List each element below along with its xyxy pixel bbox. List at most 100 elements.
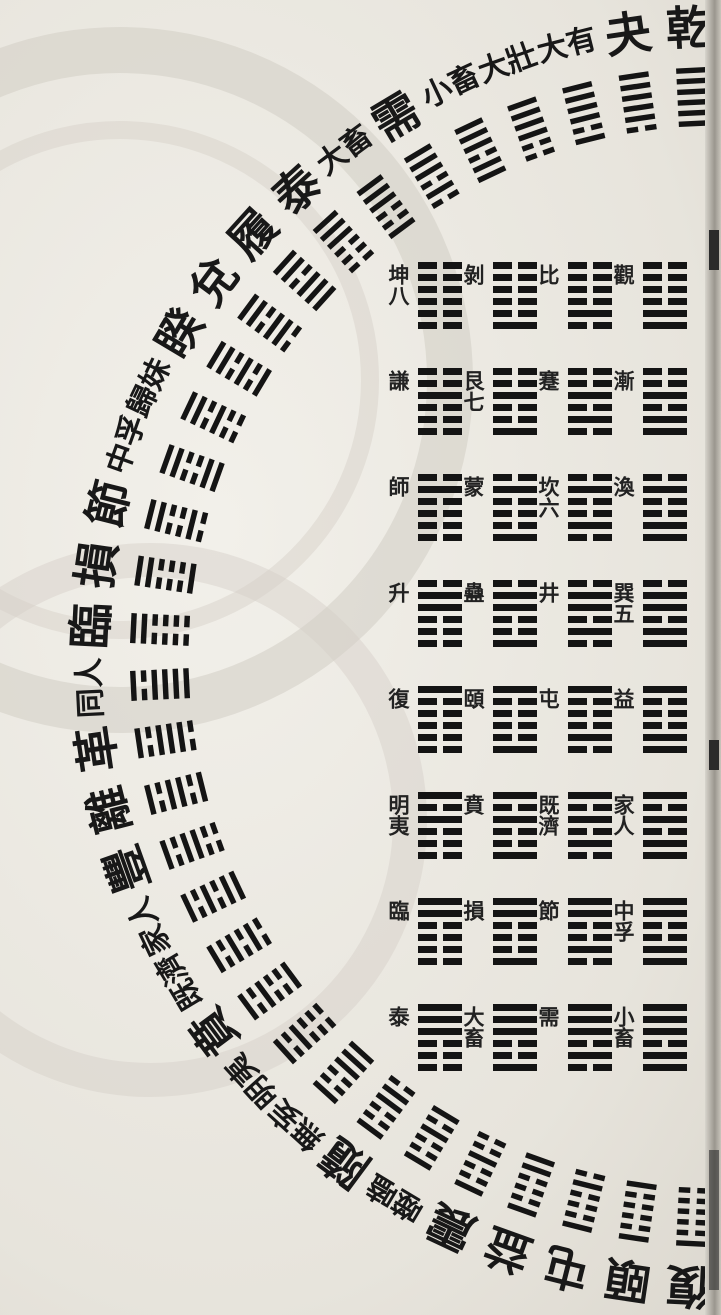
square-hexagram-name: 比 <box>538 264 559 285</box>
square-hexagram-name: 師 <box>388 476 409 497</box>
square-hexagram-name: 蒙 <box>463 476 484 497</box>
ring-hexagram-name: 頤 <box>601 1254 653 1306</box>
ring-hexagram <box>206 917 272 973</box>
ring-hexagram <box>619 71 657 133</box>
square-hexagram-name: 泰 <box>388 1006 409 1027</box>
square-hexagram-name: 蹇 <box>538 370 559 391</box>
ring-hexagram <box>180 391 246 443</box>
ring-hexagram <box>237 961 302 1020</box>
ring-hexagram-name: 革 <box>71 723 123 775</box>
square-hexagram <box>643 1004 687 1071</box>
square-hexagram <box>418 686 462 753</box>
ring-hexagram <box>130 613 190 646</box>
square-hexagram <box>568 368 612 435</box>
square-hexagram <box>418 474 462 541</box>
ring-hexagram-name: 臨 <box>67 602 115 650</box>
ring-hexagram <box>144 499 208 542</box>
ring-hexagram <box>404 1105 460 1171</box>
square-hexagram <box>493 368 537 435</box>
square-hexagram <box>493 1004 537 1071</box>
square-hexagram-name: 復 <box>388 688 409 709</box>
ring-hexagram <box>454 117 506 183</box>
square-hexagram <box>643 262 687 329</box>
square-hexagram-name: 需 <box>538 1006 559 1027</box>
ring-hexagram <box>356 174 415 239</box>
ring-hexagram <box>507 1152 555 1217</box>
square-hexagram-name: 漸 <box>613 370 634 391</box>
ring-hexagram <box>454 1131 506 1197</box>
ring-hexagram <box>273 1003 337 1065</box>
ring-hexagram <box>159 822 224 870</box>
ring-hexagram <box>676 1187 709 1247</box>
square-hexagram-name: 益 <box>613 688 634 709</box>
ring-hexagram <box>562 1169 605 1233</box>
square-hexagram <box>568 792 612 859</box>
square-hexagram <box>418 262 462 329</box>
square-hexagram-name: 大畜 <box>463 1006 484 1048</box>
square-hexagram-name: 剝 <box>463 264 484 285</box>
binding-mark <box>709 740 719 770</box>
binding-mark <box>709 230 719 270</box>
ring-hexagram-name: 損 <box>71 538 123 590</box>
square-hexagram-name: 井 <box>538 582 559 603</box>
square-hexagram-name: 損 <box>463 900 484 921</box>
ring-hexagram <box>507 96 555 161</box>
ring-hexagram <box>159 444 224 492</box>
square-hexagram-name: 渙 <box>613 476 634 497</box>
square-hexagram <box>418 580 462 647</box>
square-hexagram-name: 既濟 <box>538 794 559 836</box>
square-hexagram <box>643 898 687 965</box>
square-hexagram-name: 頤 <box>463 688 484 709</box>
ring-hexagram <box>404 143 460 209</box>
square-hexagram <box>568 898 612 965</box>
square-hexagram <box>418 368 462 435</box>
ring-hexagram <box>206 341 272 397</box>
square-hexagram-name: 臨 <box>388 900 409 921</box>
ring-hexagram-name: 夬 <box>601 8 653 60</box>
square-hexagram <box>493 792 537 859</box>
square-hexagram <box>643 686 687 753</box>
square-hexagram <box>643 792 687 859</box>
ring-hexagram <box>134 720 196 758</box>
square-hexagram-name: 節 <box>538 900 559 921</box>
square-hexagram <box>493 686 537 753</box>
ring-hexagram <box>134 556 196 594</box>
ring-hexagram <box>676 67 709 127</box>
square-hexagram-name: 謙 <box>388 370 409 391</box>
ring-hexagram <box>237 293 302 352</box>
square-hexagram <box>568 262 612 329</box>
square-hexagram-name: 巽五 <box>613 582 634 624</box>
binding-mark <box>709 1150 719 1290</box>
square-hexagram <box>643 580 687 647</box>
square-hexagram <box>643 368 687 435</box>
ring-hexagram <box>313 1041 375 1105</box>
square-hexagram-name: 賁 <box>463 794 484 815</box>
ring-hexagram <box>180 871 246 923</box>
square-hexagram <box>418 898 462 965</box>
square-hexagram <box>643 474 687 541</box>
square-hexagram-name: 坤八 <box>388 264 409 306</box>
square-hexagram-name: 小畜 <box>613 1006 634 1048</box>
ring-hexagram-name: 同人 <box>74 657 107 718</box>
square-hexagram-name: 中孚 <box>613 900 634 942</box>
square-hexagram <box>493 262 537 329</box>
book-binding-edge <box>705 0 721 1315</box>
square-hexagram-name: 家人 <box>613 794 634 836</box>
square-hexagram <box>493 898 537 965</box>
square-hexagram <box>418 792 462 859</box>
square-hexagram-name: 屯 <box>538 688 559 709</box>
ring-hexagram <box>313 210 375 274</box>
square-hexagram <box>418 1004 462 1071</box>
ring-hexagram <box>619 1180 657 1242</box>
square-hexagram-name: 觀 <box>613 264 634 285</box>
ring-hexagram <box>144 772 208 815</box>
square-hexagram <box>568 474 612 541</box>
square-hexagram <box>493 474 537 541</box>
ring-hexagram <box>562 81 605 145</box>
square-hexagram-name: 蠱 <box>463 582 484 603</box>
square-hexagram <box>568 686 612 753</box>
ring-hexagram <box>130 668 190 701</box>
square-hexagram <box>493 580 537 647</box>
